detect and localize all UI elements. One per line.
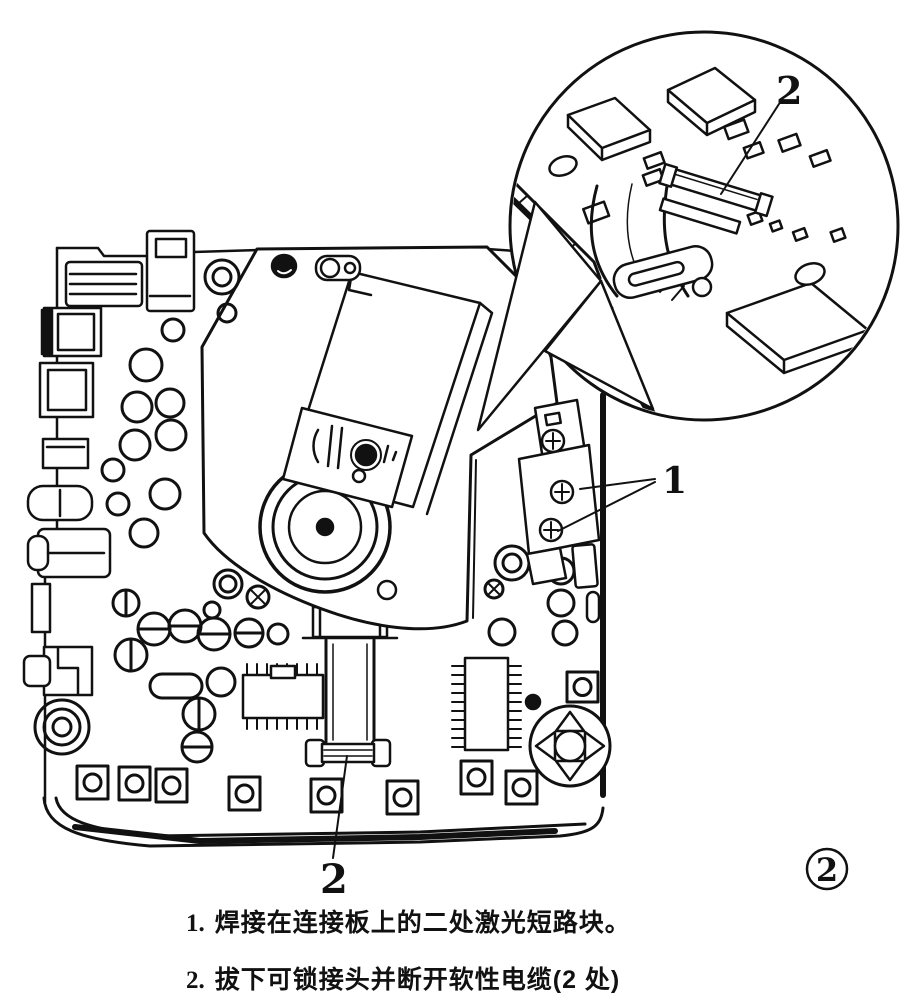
edge-connectors-left	[22, 229, 196, 697]
optical-pickup-assembly	[200, 245, 559, 631]
smd-chip-a	[566, 96, 652, 162]
solder-pads	[75, 670, 600, 816]
dpad-control	[528, 704, 612, 788]
laser-lens-block	[281, 406, 414, 509]
right-side-components	[571, 543, 601, 624]
caption-1-number: 1.	[186, 910, 205, 937]
callout-2-label: 2	[320, 856, 348, 903]
magnified-latch	[612, 244, 714, 300]
caption-1-text: 焊接在连接板上的二处激光短路块。	[214, 909, 631, 937]
figure-number: 2	[816, 851, 838, 889]
figure-number-badge: 2	[805, 847, 849, 891]
ic-chip-horizontal	[241, 663, 325, 730]
callout-1-label: 1	[662, 460, 687, 502]
trimmer-capacitors	[111, 588, 265, 764]
capacitors	[100, 317, 579, 698]
rca-jack	[33, 698, 91, 756]
shorting-block-bracket	[517, 398, 601, 586]
magnifier-balloon: 2	[508, 30, 900, 422]
smd-chip-b	[666, 66, 757, 137]
caption-line-2: 2. 拔下可锁接头并断开软性电缆(2 处)	[186, 960, 631, 996]
caption-line-1: 1. 焊接在连接板上的二处激光短路块。	[186, 903, 631, 939]
callout-1: 1	[557, 460, 687, 532]
caption-2-text: 拔下可锁接头并断开软性电缆(2 处)	[214, 966, 621, 994]
callout-2: 2	[320, 755, 348, 903]
caption-2-number: 2.	[186, 967, 205, 994]
balloon-pointer-wedge	[476, 200, 655, 432]
balloon-label: 2	[776, 68, 802, 113]
test-point-dot	[524, 693, 542, 711]
balloon-leader-line	[720, 103, 780, 195]
magnified-lock-connector	[658, 162, 774, 235]
ic-chip-vertical	[451, 656, 522, 752]
caption-block: 1. 焊接在连接板上的二处激光短路块。 2. 拔下可锁接头并断开软性电缆(2 处…	[186, 903, 631, 996]
